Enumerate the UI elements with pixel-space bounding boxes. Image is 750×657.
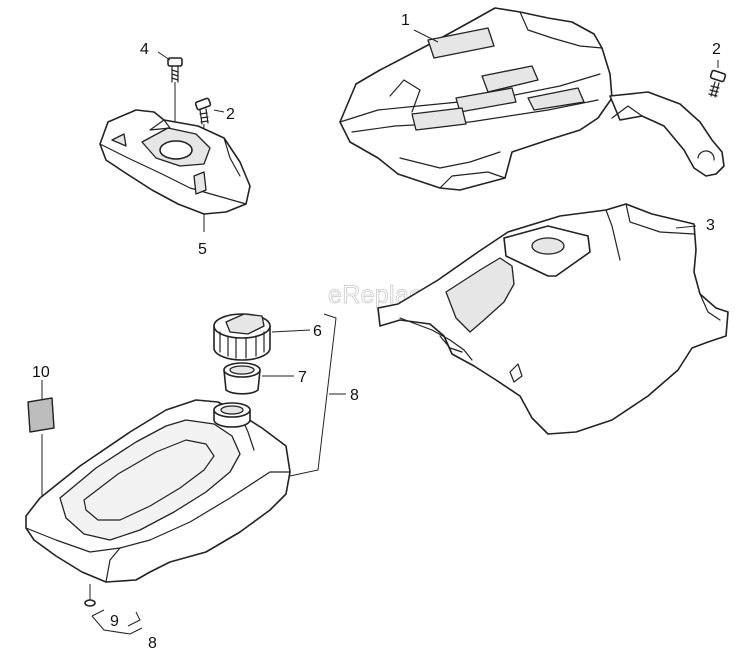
bracket-9-8-tick bbox=[127, 611, 141, 627]
callout-7: 7 bbox=[298, 369, 307, 386]
callout-9: 9 bbox=[110, 613, 119, 630]
callout-3: 3 bbox=[706, 217, 715, 234]
leader-2-left bbox=[213, 109, 225, 113]
leader-6 bbox=[271, 329, 311, 333]
leader-3 bbox=[675, 225, 697, 229]
callout-2-right: 2 bbox=[712, 41, 721, 58]
callout-4: 4 bbox=[140, 41, 149, 58]
part-8-fuel-tank[interactable] bbox=[25, 399, 291, 583]
callout-8-upper: 8 bbox=[350, 387, 359, 404]
part-2-screw-right[interactable] bbox=[708, 69, 727, 98]
callout-5: 5 bbox=[198, 241, 207, 258]
bracket-8-upper bbox=[289, 313, 337, 477]
part-1-upper-cover[interactable] bbox=[339, 7, 725, 191]
part-4-screw[interactable] bbox=[167, 57, 183, 83]
leader-4 bbox=[157, 51, 171, 61]
part-10-label[interactable] bbox=[27, 397, 55, 433]
callout-1: 1 bbox=[401, 12, 410, 29]
part-5-bracket-cover[interactable] bbox=[99, 109, 251, 215]
part-3-lower-shroud[interactable] bbox=[377, 203, 729, 435]
part-9-grommet[interactable] bbox=[84, 599, 96, 607]
callout-2-left: 2 bbox=[226, 106, 235, 123]
part-2-screw-left[interactable] bbox=[194, 97, 212, 125]
part-6-fuel-cap[interactable] bbox=[213, 313, 271, 361]
part-7-strainer[interactable] bbox=[223, 362, 261, 395]
leader-1 bbox=[413, 29, 439, 43]
callout-8-lower: 8 bbox=[148, 635, 157, 652]
bracket-9-8 bbox=[91, 609, 143, 635]
callout-6: 6 bbox=[313, 323, 322, 340]
callout-10: 10 bbox=[32, 364, 50, 381]
